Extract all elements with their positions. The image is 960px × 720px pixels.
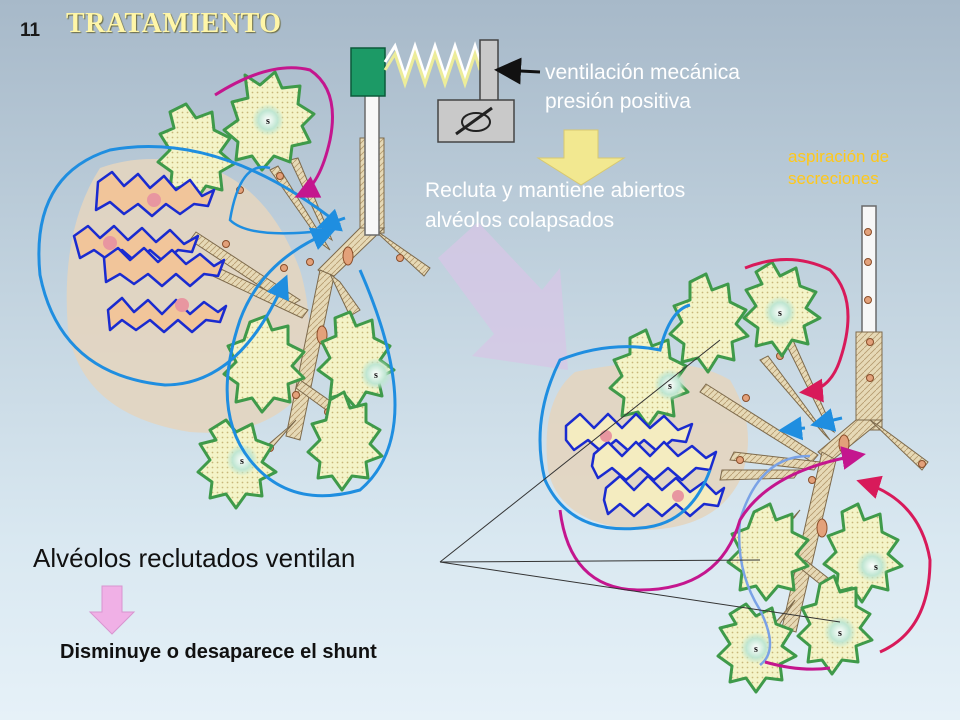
left-lung: s s s: [37, 66, 431, 510]
alveolus: [306, 390, 384, 492]
suction-label: aspiración de secreciones: [788, 146, 889, 190]
red-flow-right-lower: [856, 475, 932, 654]
ventilator-tube: [364, 94, 380, 236]
magenta-flow-right-bottom: [764, 660, 831, 671]
slide-number: 11: [20, 20, 41, 41]
suction-label-line2: secreciones: [788, 169, 879, 188]
blue-arrow-left-1: [316, 208, 346, 232]
slide-title: TRATAMIENTO: [66, 8, 282, 39]
blue-flow-left-outer: [37, 145, 341, 387]
arrow-down-icon: [536, 129, 626, 186]
alveolus-mark: s: [668, 381, 672, 392]
alveolus-mark: s: [838, 628, 842, 639]
magenta-flow-left: [214, 66, 334, 198]
arrow-down-icon: [88, 585, 136, 635]
bellows-spring: [383, 41, 482, 81]
blue-flow-right-inner: [737, 454, 811, 666]
ventilation-label: ventilación mecánica presión positiva: [545, 58, 740, 116]
alveolus: [222, 314, 306, 414]
recruited-alveoli-right: [564, 412, 726, 518]
ventilation-label-line1: ventilación mecánica: [545, 61, 740, 84]
recruitment-label-line2: alvéolos colapsados: [425, 209, 615, 232]
blue-arrow-right-2: [778, 416, 806, 441]
ventilator-head: [350, 47, 386, 97]
label-pointer-lines: [439, 339, 841, 623]
alveolus: [726, 502, 810, 602]
red-flow-right-top: [744, 258, 850, 403]
alveolus: [608, 328, 690, 428]
ventilation-label-line2: presión positiva: [545, 90, 691, 113]
alveolus-mark: s: [240, 456, 244, 467]
alveolus-glow-right: [654, 296, 888, 664]
magenta-flow-right-lower: [558, 446, 866, 592]
alveolus-mark: s: [778, 308, 782, 319]
shunt-label: Disminuye o desaparece el shunt: [60, 641, 377, 663]
ventilator: [350, 39, 541, 236]
alveolus-mark: s: [266, 116, 270, 127]
alveolus-mark: s: [754, 644, 758, 655]
recruitment-label: Recluta y mantiene abiertos alvéolos col…: [425, 176, 685, 236]
suction-label-line1: aspiración de: [788, 147, 890, 166]
right-lung: s s s s s: [538, 205, 932, 694]
alveolus-mark: s: [374, 370, 378, 381]
alveolus: [668, 272, 750, 374]
piston-column: [479, 39, 499, 103]
pointer-arrow-icon: [494, 57, 541, 85]
alveolus-glow-left: [226, 104, 392, 476]
recruited-alveoli-label: Alvéolos reclutados ventilan: [33, 543, 356, 573]
blue-flow-left-lower: [225, 227, 397, 498]
blue-flow-right-outer: [538, 303, 712, 531]
alveolus-mark: s: [874, 562, 878, 573]
arrow-big-right-icon: [438, 222, 568, 370]
blue-arrow-right-1: [810, 408, 843, 432]
blue-flow-left-top: [228, 165, 331, 235]
recruitment-label-line1: Recluta y mantiene abiertos: [425, 179, 686, 202]
